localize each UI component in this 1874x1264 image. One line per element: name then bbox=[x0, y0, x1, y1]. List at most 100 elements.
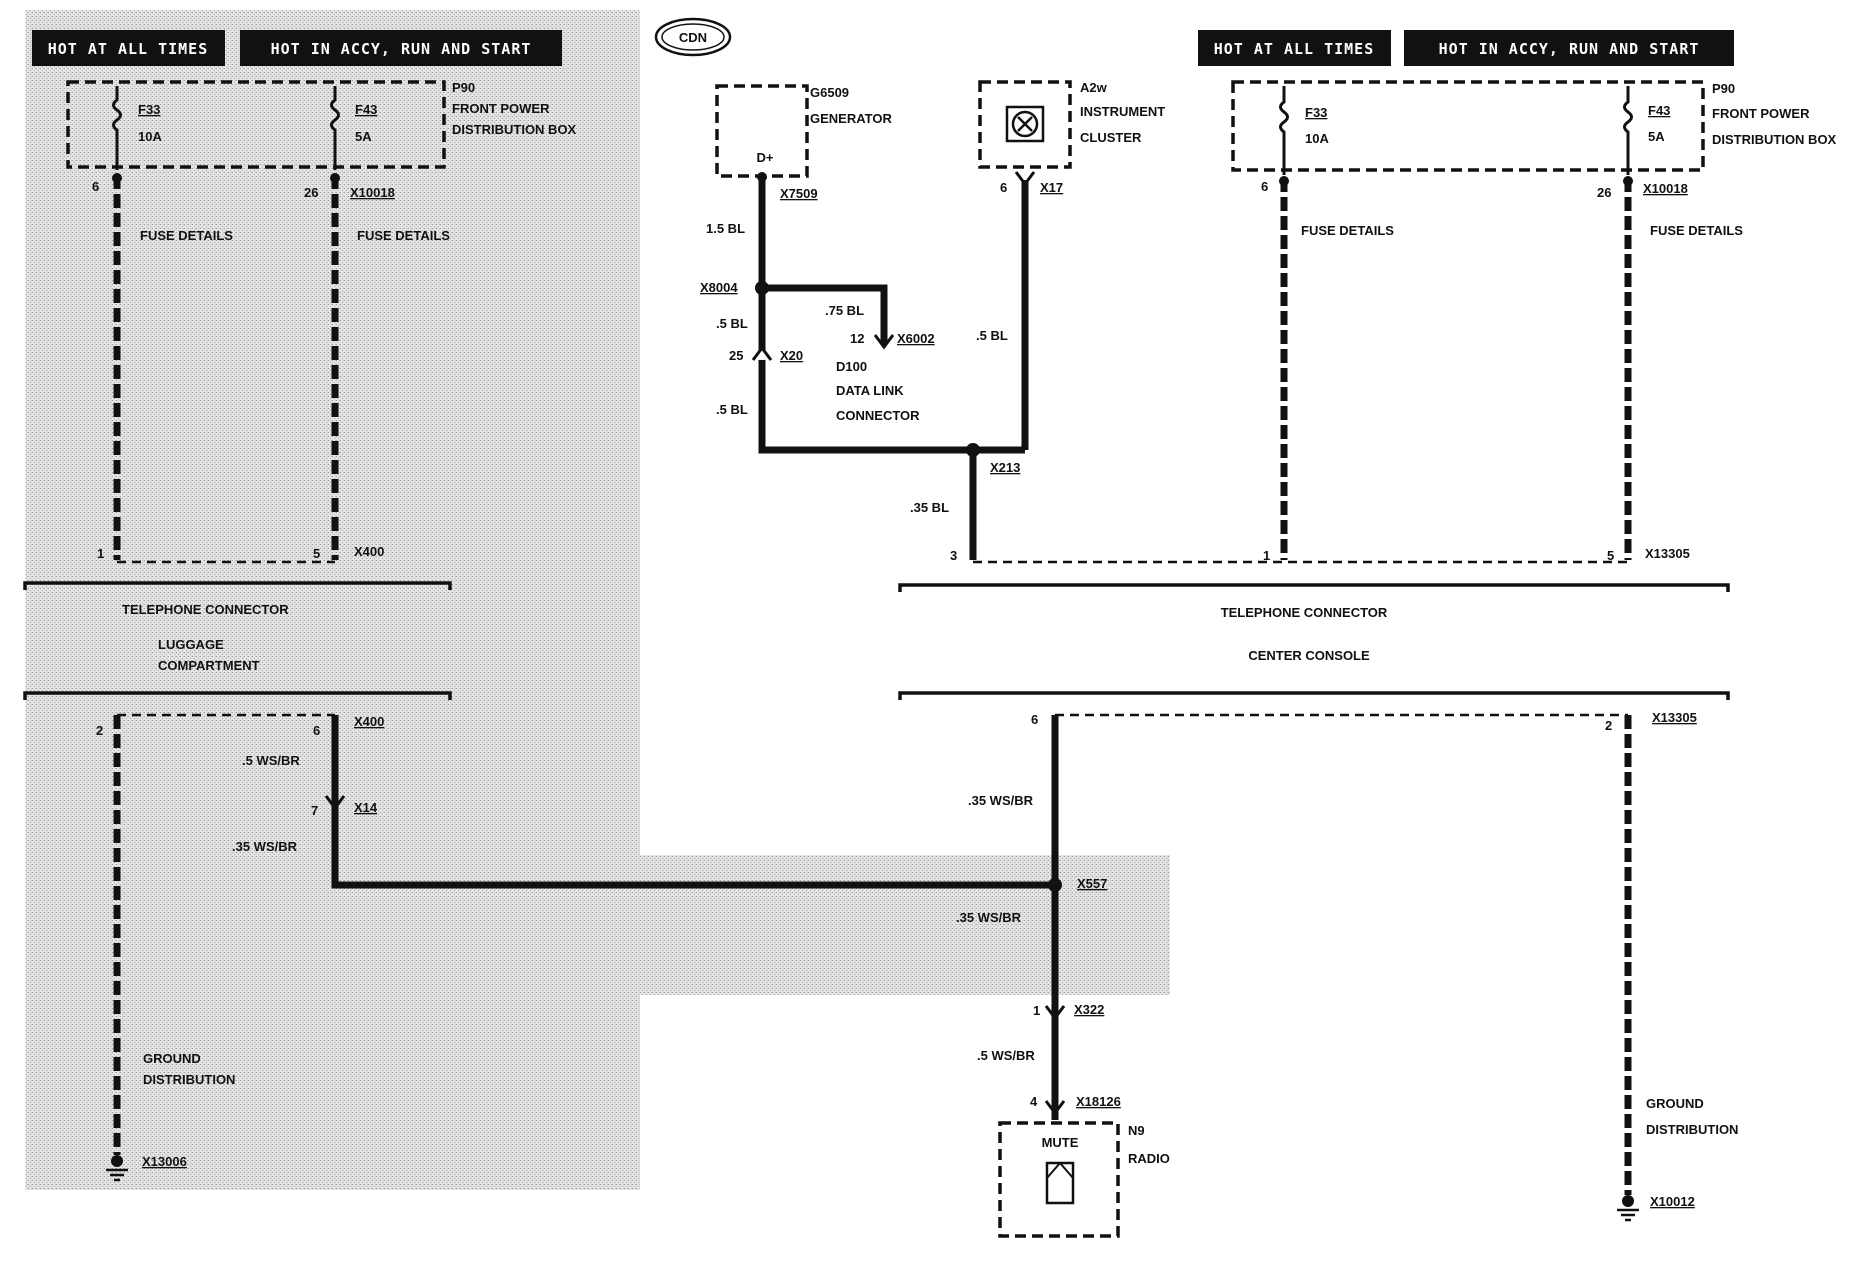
right-fuse-f33-name: F33 bbox=[1305, 105, 1327, 120]
left-lower-pin-6: 6 bbox=[313, 723, 320, 738]
radio-mute-label: MUTE bbox=[1042, 1135, 1079, 1150]
left-f43-terminal bbox=[330, 173, 340, 183]
cluster-id: A2w bbox=[1080, 80, 1108, 95]
right-tel-pin-1: 1 bbox=[1263, 548, 1270, 563]
right-lower-wire1: .35 WS/BR bbox=[968, 793, 1034, 808]
right-fuse-f33-rating: 10A bbox=[1305, 131, 1329, 146]
instrument-cluster-icon bbox=[1005, 105, 1045, 143]
right-header-accy-text: HOT IN ACCY, RUN AND START bbox=[1439, 40, 1700, 58]
left-fuse-f43-rating: 5A bbox=[355, 129, 372, 144]
left-header-hot: HOT AT ALL TIMES bbox=[32, 30, 225, 66]
splice-x557-label: X557 bbox=[1077, 876, 1107, 891]
left-lower-wire2: .35 WS/BR bbox=[232, 839, 298, 854]
left-box-line2: DISTRIBUTION BOX bbox=[452, 122, 577, 137]
left-ground-id: X13006 bbox=[142, 1154, 187, 1169]
dlc-pin: 12 bbox=[850, 331, 864, 346]
radio-speaker-icon bbox=[1045, 1161, 1075, 1205]
generator-conn: X7509 bbox=[780, 186, 818, 201]
left-lower-pin-2: 2 bbox=[96, 723, 103, 738]
cluster-pin: 6 bbox=[1000, 180, 1007, 195]
right-fuse-f43-symbol bbox=[1623, 86, 1633, 175]
right-fuse1-details: FUSE DETAILS bbox=[1301, 223, 1394, 238]
x322-label: X322 bbox=[1074, 1002, 1104, 1017]
left-fuse1-details: FUSE DETAILS bbox=[140, 228, 233, 243]
radio-id: N9 bbox=[1128, 1123, 1145, 1138]
right-lower-pin-2: 2 bbox=[1605, 718, 1612, 733]
right-box-line2: DISTRIBUTION BOX bbox=[1712, 132, 1837, 147]
left-conn-x10018: X10018 bbox=[350, 185, 395, 200]
right-tel-pin-5: 5 bbox=[1607, 548, 1614, 563]
mid-wire-c: .35 BL bbox=[910, 500, 949, 515]
left-mute-circuit bbox=[331, 715, 1055, 889]
left-x14-pin: 7 bbox=[311, 803, 318, 818]
right-center-console-label: CENTER CONSOLE bbox=[1248, 648, 1370, 663]
dlc-conn: X6002 bbox=[897, 331, 935, 346]
right-fuse2-details: FUSE DETAILS bbox=[1650, 223, 1743, 238]
x18126-connector bbox=[1044, 1100, 1066, 1116]
x20-connector bbox=[751, 345, 773, 361]
radio-box bbox=[998, 1121, 1120, 1238]
right-fuse1-pin-top: 6 bbox=[1261, 179, 1268, 194]
left-lower-wire1: .5 WS/BR bbox=[242, 753, 300, 768]
left-x14-label: X14 bbox=[354, 800, 378, 815]
right-header-accy: HOT IN ACCY, RUN AND START bbox=[1404, 30, 1734, 66]
left-fuse-f43-symbol bbox=[330, 86, 340, 170]
mid-tel-pin-3: 3 bbox=[950, 548, 957, 563]
right-lower-conn-x13305: X13305 bbox=[1652, 710, 1697, 725]
x18126-pin: 4 bbox=[1030, 1094, 1038, 1109]
splice-x8004-label: X8004 bbox=[700, 280, 738, 295]
splice-x8004 bbox=[755, 281, 769, 295]
right-ground-line1: GROUND bbox=[1646, 1096, 1704, 1111]
left-tel-pin-1: 1 bbox=[97, 546, 104, 561]
right-f43-terminal bbox=[1623, 176, 1633, 186]
left-fuse-f33-rating: 10A bbox=[138, 129, 162, 144]
splice-x557 bbox=[1048, 878, 1062, 892]
instrument-cluster-box bbox=[978, 80, 1072, 169]
left-header-accy: HOT IN ACCY, RUN AND START bbox=[240, 30, 562, 66]
left-box-id: P90 bbox=[452, 80, 475, 95]
cluster-line1: INSTRUMENT bbox=[1080, 104, 1165, 119]
x20-label: X20 bbox=[780, 348, 803, 363]
left-fuse1-pin-top: 6 bbox=[92, 179, 99, 194]
right-header-hot-text: HOT AT ALL TIMES bbox=[1214, 40, 1375, 58]
right-fuse-f43-rating: 5A bbox=[1648, 129, 1665, 144]
right-f33-terminal bbox=[1279, 176, 1289, 186]
dlc-wire: .75 BL bbox=[825, 303, 864, 318]
right-header-hot: HOT AT ALL TIMES bbox=[1198, 30, 1391, 66]
right-box-id: P90 bbox=[1712, 81, 1735, 96]
left-header-accy-text: HOT IN ACCY, RUN AND START bbox=[271, 40, 532, 58]
right-conn-x10018: X10018 bbox=[1643, 181, 1688, 196]
x322-pin: 1 bbox=[1033, 1003, 1040, 1018]
right-power-distribution-box bbox=[1231, 80, 1705, 172]
right-ground-icon bbox=[1617, 1195, 1639, 1222]
right-lower-pin-6: 6 bbox=[1031, 712, 1038, 727]
left-ground-icon bbox=[106, 1155, 128, 1182]
mid-wire-b: .5 BL bbox=[716, 402, 748, 417]
dlc-line2: CONNECTOR bbox=[836, 408, 920, 423]
left-luggage-bracket bbox=[23, 691, 452, 700]
left-fuse2-details: FUSE DETAILS bbox=[357, 228, 450, 243]
left-ground-line1: GROUND bbox=[143, 1051, 201, 1066]
right-conn-x13305-top: X13305 bbox=[1645, 546, 1690, 561]
cluster-wire: .5 BL bbox=[976, 328, 1008, 343]
radio-name: RADIO bbox=[1128, 1151, 1170, 1166]
left-luggage-line1: LUGGAGE bbox=[158, 637, 224, 652]
left-box-line1: FRONT POWER bbox=[452, 101, 550, 116]
generator-wire: 1.5 BL bbox=[706, 221, 745, 236]
right-lower-wire2: .35 WS/BR bbox=[956, 910, 1022, 925]
left-fuse-f33-name: F33 bbox=[138, 102, 160, 117]
generator-circuit bbox=[758, 177, 1025, 454]
right-ground-line2: DISTRIBUTION bbox=[1646, 1122, 1738, 1137]
left-telephone-connector-label: TELEPHONE CONNECTOR bbox=[122, 602, 289, 617]
generator-name: GENERATOR bbox=[810, 111, 892, 126]
right-box-line1: FRONT POWER bbox=[1712, 106, 1810, 121]
right-fuse-f43-name: F43 bbox=[1648, 103, 1670, 118]
cluster-line2: CLUSTER bbox=[1080, 130, 1142, 145]
x322-connector bbox=[1044, 1005, 1066, 1021]
left-power-distribution-box bbox=[66, 80, 446, 169]
dlc-circuit bbox=[762, 284, 888, 345]
x6002-connector bbox=[873, 334, 895, 350]
left-lower-conn-x400: X400 bbox=[354, 714, 384, 729]
dlc-id: D100 bbox=[836, 359, 867, 374]
right-fuse2-pin-top: 26 bbox=[1597, 185, 1611, 200]
